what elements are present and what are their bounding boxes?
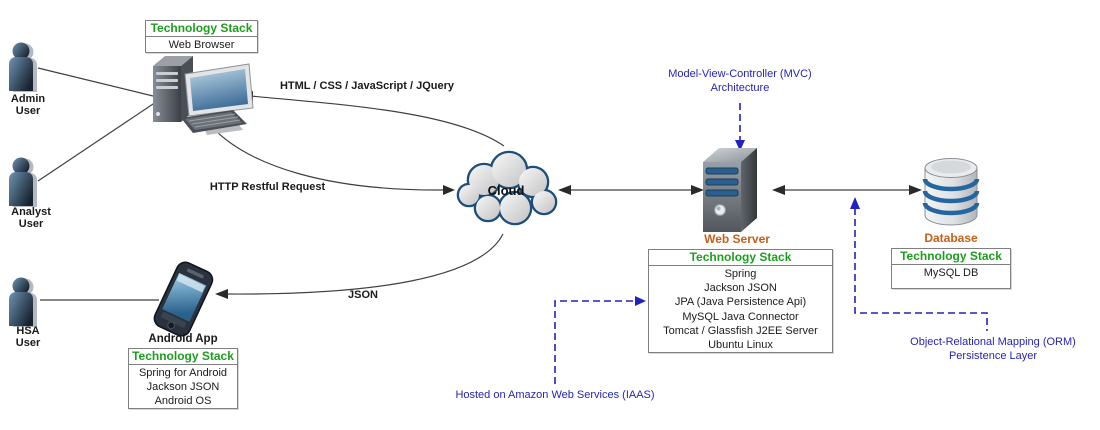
stack-item: Jackson JSON — [704, 282, 777, 295]
stack-item: Jackson JSON — [146, 381, 220, 393]
arrowhead-cloud-right — [558, 185, 571, 195]
stack-item: MySQL Java Connector — [682, 310, 799, 323]
browser-stack-title: Technology Stack — [146, 21, 257, 37]
desktop-computer-icon — [143, 52, 258, 140]
web-server-icon — [701, 146, 773, 234]
database-label: Database — [924, 231, 978, 245]
http-restful-request-label: HTTP Restful Request — [209, 181, 326, 193]
aws-hosting-annotation: Hosted on Amazon Web Services (IAAS) — [455, 389, 655, 401]
arrowhead-orm — [850, 197, 860, 209]
stack-item: JPA (Java Persistence Api) — [674, 296, 807, 309]
stack-item: Spring for Android — [138, 367, 228, 379]
database-stack-title: Technology Stack — [892, 249, 1010, 265]
analyst-user-icon — [6, 157, 46, 209]
android-stack-title: Technology Stack — [129, 349, 237, 365]
hsa-user-icon — [6, 277, 46, 329]
connector-cloud-browser — [250, 95, 505, 147]
stack-item: Tomcat / Glassfish J2EE Server — [663, 324, 818, 337]
arrowhead-database-left — [909, 185, 922, 195]
arrowhead-to-phone — [215, 289, 228, 299]
cloud-label: Cloud — [487, 183, 525, 198]
database-stack-items: MySQL DB — [892, 265, 1010, 288]
browser-tech-stack-box: Technology Stack Web Browser — [145, 20, 258, 53]
connector-admin-browser — [37, 67, 154, 97]
server-stack-title: Technology Stack — [649, 250, 832, 266]
browser-stack-items: Web Browser — [146, 37, 257, 52]
analyst-user-label: Analyst User — [11, 206, 51, 230]
orm-persistence-annotation: Object-Relational Mapping (ORM) Persiste… — [910, 336, 1076, 362]
admin-user-label: Admin User — [10, 93, 46, 117]
cloud-icon — [452, 144, 560, 236]
mvc-architecture-annotation: Model-View-Controller (MVC) Architecture — [668, 68, 812, 94]
dashed-aws-arrow — [554, 300, 636, 384]
connector-cloud-phone — [225, 233, 504, 295]
stack-item: Spring — [724, 268, 757, 280]
hsa-user-label: HSA User — [15, 325, 41, 349]
arrowhead-aws — [635, 296, 646, 306]
database-icon — [922, 155, 980, 229]
android-app-label: Android App — [148, 333, 218, 345]
connector-analyst-browser — [37, 101, 157, 182]
connector-browser-cloud — [211, 126, 445, 191]
stack-item: Ubuntu Linux — [708, 339, 773, 352]
arrowhead-mvc — [735, 140, 745, 151]
database-tech-stack-box: Technology Stack MySQL DB — [891, 248, 1011, 289]
arrowhead-to-cloud-left — [443, 185, 455, 195]
stack-item: MySQL DB — [923, 267, 979, 279]
stack-item: Web Browser — [168, 39, 235, 51]
admin-user-icon — [6, 42, 46, 94]
json-label: JSON — [348, 289, 378, 301]
stack-item: Android OS — [154, 395, 212, 407]
android-phone-icon — [150, 260, 216, 340]
html-css-js-jquery-label: HTML / CSS / JavaScript / JQuery — [279, 80, 455, 92]
dashed-orm-arrow — [854, 208, 988, 331]
web-server-label: Web Server — [704, 232, 770, 246]
arrowhead-server-right — [772, 185, 785, 195]
arrowhead-server-left — [691, 185, 704, 195]
